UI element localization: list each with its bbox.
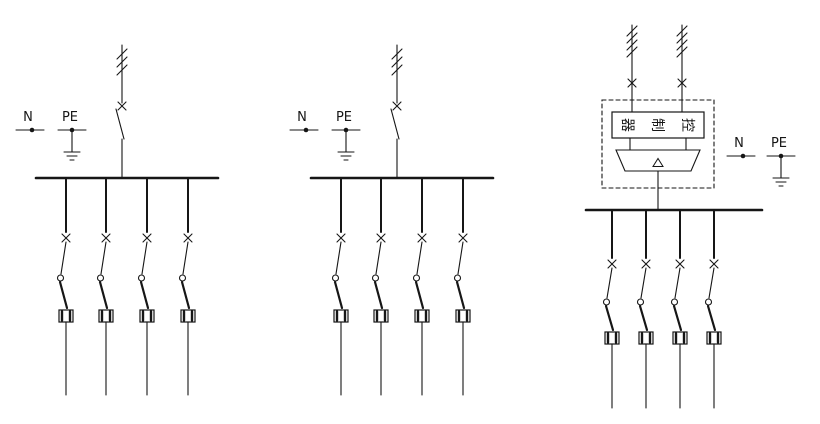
- panel-3-outgoing-feeder-4: [706, 210, 722, 408]
- panel-2-outgoing-feeder-2: [373, 178, 389, 395]
- panel-2-outgoing-feeder-3: [414, 178, 430, 395]
- panel-3-pe-label: PE: [771, 136, 787, 151]
- controller-char-3: 控: [680, 118, 696, 132]
- panel-2-incoming-feeder: [391, 45, 402, 178]
- panel-2-pe-tap: [332, 128, 360, 160]
- panel-1: N PE: [15, 45, 220, 395]
- panel-2-neutral-label: N: [297, 110, 307, 125]
- panel-1-outgoing-feeder-2: [98, 178, 114, 395]
- transfer-switch-symbol: [615, 149, 701, 172]
- panel-3-neutral-label: N: [734, 136, 744, 151]
- panel-1-pe-label: PE: [62, 110, 78, 125]
- panel-3-incoming-supply-1: [627, 25, 637, 112]
- panel-3-outgoing-feeder-2: [638, 210, 654, 408]
- panel-1-outgoing-feeder-4: [180, 178, 196, 395]
- panel-3-outgoing-feeder-1: [604, 210, 620, 408]
- panel-3-outgoing-feeder-3: [672, 210, 688, 408]
- panel-3: 器 制 控 N PE: [584, 25, 795, 408]
- panel-3-pe-tap: [767, 154, 795, 186]
- panel-1-incoming-feeder: [116, 45, 127, 178]
- panel-2-outgoing-feeder-4: [455, 178, 471, 395]
- controller-box: [611, 111, 705, 139]
- panel-3-neutral-tap: [726, 153, 756, 159]
- panel-1-pe-tap: [58, 128, 86, 160]
- controller-char-1: 器: [620, 118, 636, 132]
- delta-icon: [652, 157, 664, 167]
- panel-1-neutral-label: N: [23, 110, 33, 125]
- panel-1-outgoing-feeder-1: [58, 178, 74, 395]
- panel-1-outgoing-feeder-3: [139, 178, 155, 395]
- panel-1-neutral-tap: [15, 127, 45, 133]
- panel-2-outgoing-feeder-1: [333, 178, 349, 395]
- panel-3-incoming-supply-2: [677, 25, 687, 112]
- panel-2-pe-label: PE: [336, 110, 352, 125]
- controller-char-2: 制: [650, 118, 666, 132]
- panel-2: N PE: [289, 45, 495, 395]
- panel-2-neutral-tap: [289, 127, 319, 133]
